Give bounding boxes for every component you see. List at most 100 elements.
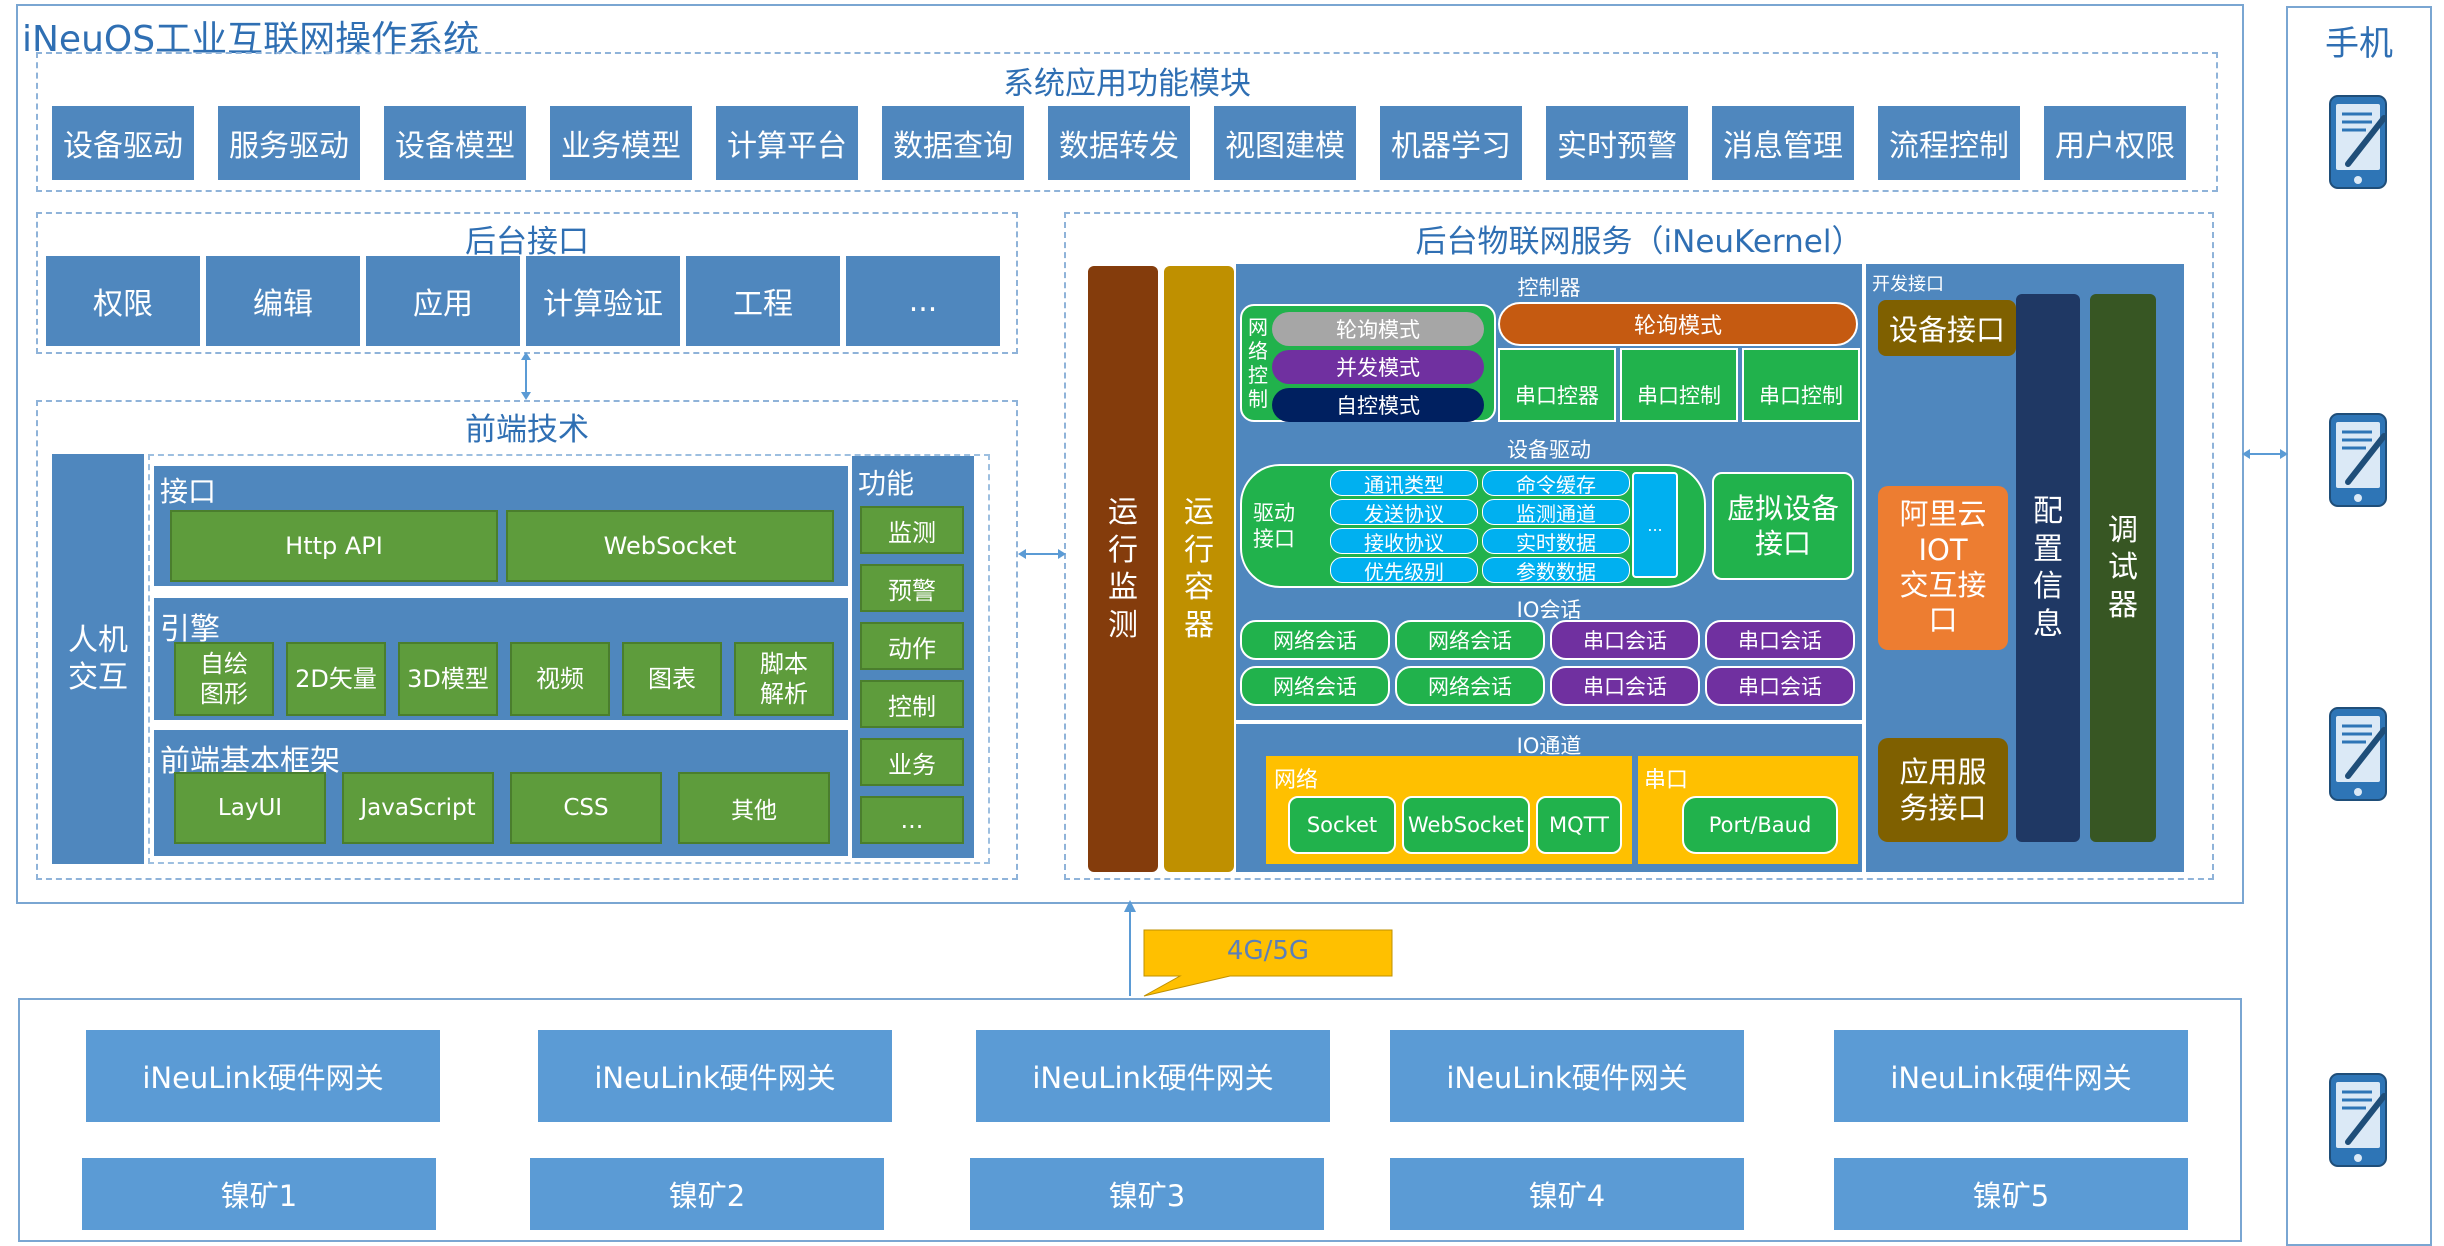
backend-item-6: ...: [846, 256, 1000, 346]
net-control-char-2: 络: [1248, 339, 1268, 363]
virtual-device-line-1: 虚拟设备: [1726, 492, 1839, 525]
net-control-label: 网络控制: [1244, 306, 1272, 420]
engine-item-4: 视频: [510, 642, 610, 716]
module-11: 消息管理: [1712, 106, 1854, 180]
run-container-bar: 运行容器: [1164, 266, 1234, 872]
app-service-line-1: 应用服: [1899, 754, 1987, 789]
controller-title: 控制器: [1517, 276, 1581, 300]
config-char-2: 置: [2033, 531, 2063, 567]
driver-label-1: 驱动: [1253, 500, 1295, 525]
engine-item-3: 3D模型: [398, 642, 498, 716]
config-char-3: 信: [2033, 569, 2063, 604]
driver-left-4: 优先级别: [1330, 557, 1478, 584]
hmi-line-1: 人机: [68, 622, 128, 658]
phone-icon: [2326, 706, 2392, 806]
driver-left-3: 接收协议: [1330, 528, 1478, 555]
module-4: 业务模型: [550, 106, 692, 180]
module-10: 实时预警: [1546, 106, 1688, 180]
function-item-1: 监测: [860, 506, 964, 554]
network-label: 4G/5G: [1226, 936, 1310, 966]
run-monitor-char-2: 行: [1108, 532, 1138, 568]
channel-net-1: Socket: [1288, 796, 1396, 854]
framework-item-4: 其他: [678, 772, 830, 844]
iot-title: 后台物联网服务（iNeuKernel）: [1415, 224, 1863, 260]
config-info-bar: 配置信息: [2016, 294, 2080, 842]
debugger-char-3: 器: [2108, 587, 2138, 623]
driver-label: 驱动 接口: [1242, 466, 1306, 586]
driver-right-4: 参数数据: [1482, 557, 1630, 584]
run-container-char-1: 运: [1184, 495, 1214, 530]
session-title: IO会话: [1516, 598, 1582, 622]
run-container-char-2: 行: [1184, 532, 1214, 568]
framework-item-3: CSS: [510, 772, 662, 844]
port-baud-box: Port/Baud: [1682, 796, 1838, 854]
phone-icon: [2326, 1072, 2392, 1172]
driver-title: 设备驱动: [1507, 438, 1591, 462]
engine-item-4-line-1: 视频: [536, 665, 584, 693]
debugger-bar: 调试器: [2090, 294, 2156, 842]
net-control-char-3: 控: [1248, 363, 1268, 387]
serial-control-3: 串口控制: [1742, 348, 1860, 422]
module-13: 用户权限: [2044, 106, 2186, 180]
debugger-char-2: 试: [2108, 550, 2138, 586]
device-interface-box: 设备接口: [1878, 300, 2016, 356]
engine-item-6-line-2: 解析: [760, 680, 808, 708]
serial-control-2: 串口控制: [1620, 348, 1738, 422]
session-1-2: 网络会话: [1395, 620, 1545, 660]
driver-right-2: 监测通道: [1482, 499, 1630, 526]
app-service-box: 应用服 务接口: [1878, 738, 2008, 842]
phone-icon: [2326, 412, 2392, 512]
module-5: 计算平台: [716, 106, 858, 180]
engine-item-5-line-1: 图表: [648, 665, 696, 693]
aliyun-line-2: IOT: [1918, 532, 1968, 567]
function-item-4: 控制: [860, 680, 964, 728]
driver-more-box: ...: [1632, 472, 1678, 578]
session-1-4: 串口会话: [1705, 620, 1855, 660]
phone-icon: [2326, 94, 2392, 194]
framework-item-2: JavaScript: [342, 772, 494, 844]
gateway-3: iNeuLink硬件网关: [976, 1030, 1330, 1122]
backend-item-5: 工程: [686, 256, 840, 346]
gateway-frame: [18, 998, 2242, 1242]
session-1-3: 串口会话: [1550, 620, 1700, 660]
mine-2: 镍矿2: [530, 1158, 884, 1230]
driver-right-1: 命令缓存: [1482, 470, 1630, 497]
mine-3: 镍矿3: [970, 1158, 1324, 1230]
run-monitor-char-3: 监: [1108, 570, 1138, 605]
channel-net-3: MQTT: [1536, 796, 1622, 854]
channel-title: IO通道: [1516, 734, 1582, 758]
poll-mode-pill: 轮询模式: [1272, 312, 1484, 346]
engine-item-1: 自绘图形: [174, 642, 274, 716]
iot-core-divider: [1236, 720, 1862, 724]
module-9: 机器学习: [1380, 106, 1522, 180]
engine-item-1-line-2: 图形: [200, 680, 248, 708]
http-api-box: Http API: [170, 510, 498, 582]
function-item-2: 预警: [860, 564, 964, 612]
phone-title: 手机: [2325, 24, 2393, 64]
run-monitor-char-1: 运: [1108, 495, 1138, 530]
module-1: 设备驱动: [52, 106, 194, 180]
frontend-title: 前端技术: [465, 412, 589, 448]
gateway-1: iNeuLink硬件网关: [86, 1030, 440, 1122]
hmi-line-2: 交互: [68, 660, 128, 695]
module-3: 设备模型: [384, 106, 526, 180]
session-1-1: 网络会话: [1240, 620, 1390, 660]
engine-item-5: 图表: [622, 642, 722, 716]
functions-title: 功能: [858, 467, 915, 500]
function-item-6: ...: [860, 796, 964, 844]
modules-title: 系统应用功能模块: [1003, 66, 1251, 102]
driver-label-2: 接口: [1253, 527, 1295, 551]
iot-panel: [1064, 212, 2214, 880]
aliyun-line-4: 口: [1928, 603, 1958, 638]
serial-control-1: 串口控器: [1498, 348, 1616, 422]
engine-item-6-line-1: 脚本: [760, 650, 808, 678]
gateway-5: iNeuLink硬件网关: [1834, 1030, 2188, 1122]
backend-title: 后台接口: [465, 224, 589, 260]
backend-item-4: 计算验证: [526, 256, 680, 346]
driver-left-1: 通讯类型: [1330, 470, 1478, 497]
dev-api-title: 开发接口: [1872, 274, 1944, 295]
aliyun-line-1: 阿里云: [1899, 497, 1987, 532]
frontend-panel: [36, 400, 1018, 880]
module-8: 视图建模: [1214, 106, 1356, 180]
